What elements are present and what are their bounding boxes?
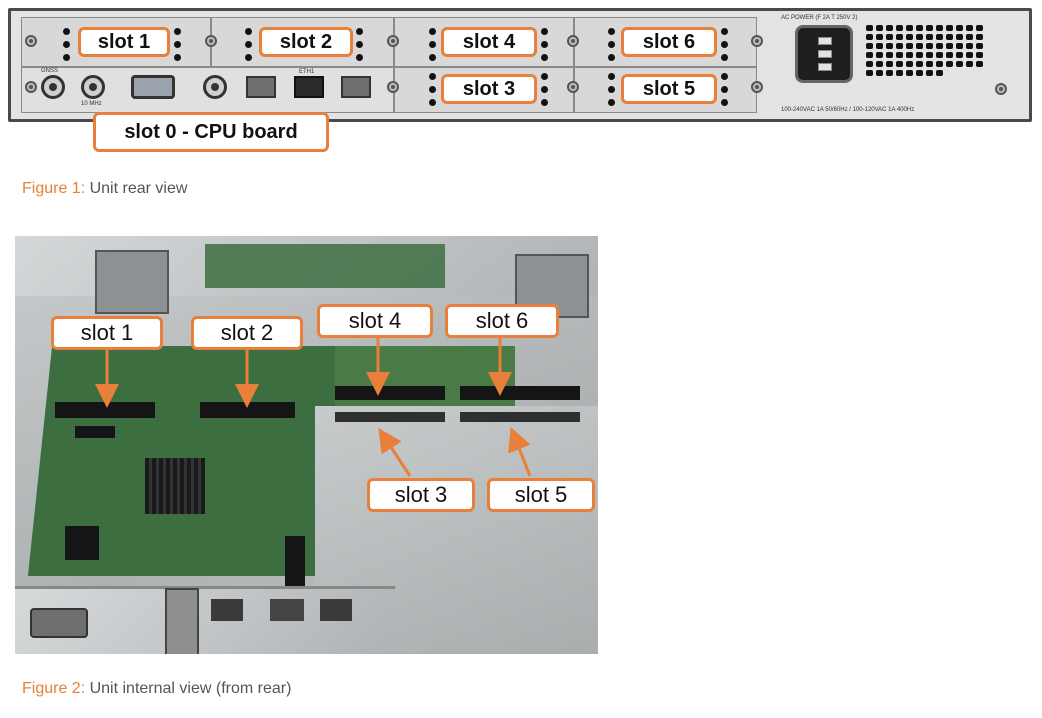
screw-icon: [751, 35, 763, 47]
screw-icon: [387, 81, 399, 93]
bnc-port-icon: [41, 75, 65, 99]
photo-slot-3-label: slot 3: [367, 478, 475, 512]
bnc-port-icon: [81, 75, 105, 99]
figure-1-number: Figure 1:: [22, 180, 86, 197]
slot-5-arrow: [508, 426, 532, 477]
sfp-port-icon: [294, 76, 324, 98]
screw-icon: [387, 35, 399, 47]
dots-icon: [541, 28, 549, 67]
photo-slot-4-label: slot 4: [317, 304, 433, 338]
sfp-port-icon: [270, 599, 304, 621]
slot-3-arrow: [378, 427, 412, 477]
heatsink-icon: [145, 458, 205, 514]
10mhz-port-label: 10 MHz: [81, 101, 102, 107]
rear-pcb: [205, 244, 445, 288]
dots-icon: [608, 28, 616, 67]
bnc-port-icon: [203, 75, 227, 99]
photo-slot-2-label: slot 2: [191, 316, 303, 350]
vga-port-icon: [131, 75, 175, 99]
gnss-port-label: GNSS: [41, 68, 59, 74]
internal-view-photo: slot 1 slot 2 slot 4 slot 6 slot 3 slot …: [15, 236, 598, 654]
screw-icon: [567, 81, 579, 93]
eth1-port-label: ETH1: [299, 69, 315, 75]
fan-icon: [95, 250, 169, 314]
cpu-board-label: slot 0 - CPU board: [93, 112, 329, 152]
dots-icon: [356, 28, 364, 67]
power-rating-label: 100-240VAC 1A 50/60Hz / 100-120VAC 1A 40…: [781, 107, 915, 113]
dots-icon: [63, 28, 71, 67]
dots-icon: [174, 28, 182, 67]
dots-icon: [429, 73, 437, 112]
slot-1-label: slot 1: [78, 27, 170, 57]
slot-4-label: slot 4: [441, 27, 537, 57]
bnc-port-icon: [165, 588, 199, 654]
ethernet-port-icon: [320, 599, 352, 621]
slot-5-connector: [460, 412, 580, 422]
dots-icon: [541, 73, 549, 112]
screw-icon: [567, 35, 579, 47]
ac-power-label: AC POWER (F 2A T 250V 2): [781, 15, 858, 21]
ethernet-port-icon: [246, 76, 276, 98]
chip-icon: [75, 426, 115, 438]
ground-screw-icon: [995, 83, 1007, 95]
slot-2-label: slot 2: [259, 27, 353, 57]
vga-port-icon: [30, 608, 88, 638]
photo-slot-1-label: slot 1: [51, 316, 163, 350]
slot-4-connector: [335, 386, 445, 400]
ac-inlet-icon: [795, 25, 853, 83]
slot-5-label: slot 5: [621, 74, 717, 104]
callout-arrows: [95, 336, 532, 477]
dots-icon: [608, 73, 616, 112]
vent-grille-icon: [866, 25, 986, 79]
slot-3-connector: [335, 412, 445, 422]
figure-1-caption: Figure 1: Unit rear view: [22, 180, 187, 198]
slot-3-label: slot 3: [441, 74, 537, 104]
screw-icon: [25, 81, 37, 93]
dots-icon: [429, 28, 437, 67]
photo-slot-6-label: slot 6: [445, 304, 559, 338]
slot-2-connector: [200, 402, 295, 418]
photo-slot-5-label: slot 5: [487, 478, 595, 512]
screw-icon: [751, 81, 763, 93]
ethernet-port-icon: [211, 599, 243, 621]
slot-1-connector: [55, 402, 155, 418]
dots-icon: [721, 73, 729, 112]
rear-panel-diagram: slot 1 slot 2 slot 4 slot 6 slot 3 slot …: [8, 8, 1032, 122]
dots-icon: [721, 28, 729, 67]
chip-icon: [65, 526, 99, 560]
dots-icon: [245, 28, 253, 67]
figure-1-text: Unit rear view: [89, 180, 188, 197]
figure-2-caption: Figure 2: Unit internal view (from rear): [22, 680, 291, 698]
figure-2-number: Figure 2:: [22, 680, 86, 697]
figure-2-text: Unit internal view (from rear): [89, 680, 292, 697]
ethernet-port-icon: [341, 76, 371, 98]
screw-icon: [205, 35, 217, 47]
screw-icon: [25, 35, 37, 47]
slot-6-label: slot 6: [621, 27, 717, 57]
